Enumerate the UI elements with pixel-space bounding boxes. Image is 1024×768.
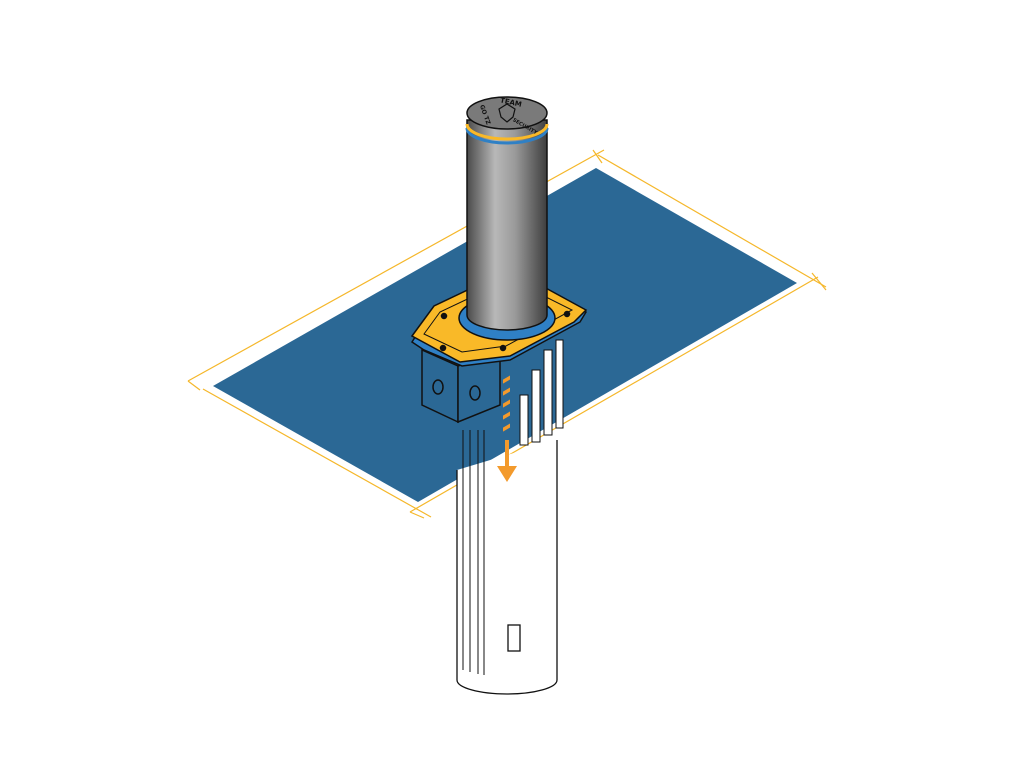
down-arrow-icon bbox=[497, 375, 517, 482]
mounting-box bbox=[421, 348, 501, 424]
underground-housing bbox=[456, 339, 564, 695]
shield-logo-icon bbox=[498, 103, 516, 123]
bollard-post bbox=[465, 96, 549, 331]
